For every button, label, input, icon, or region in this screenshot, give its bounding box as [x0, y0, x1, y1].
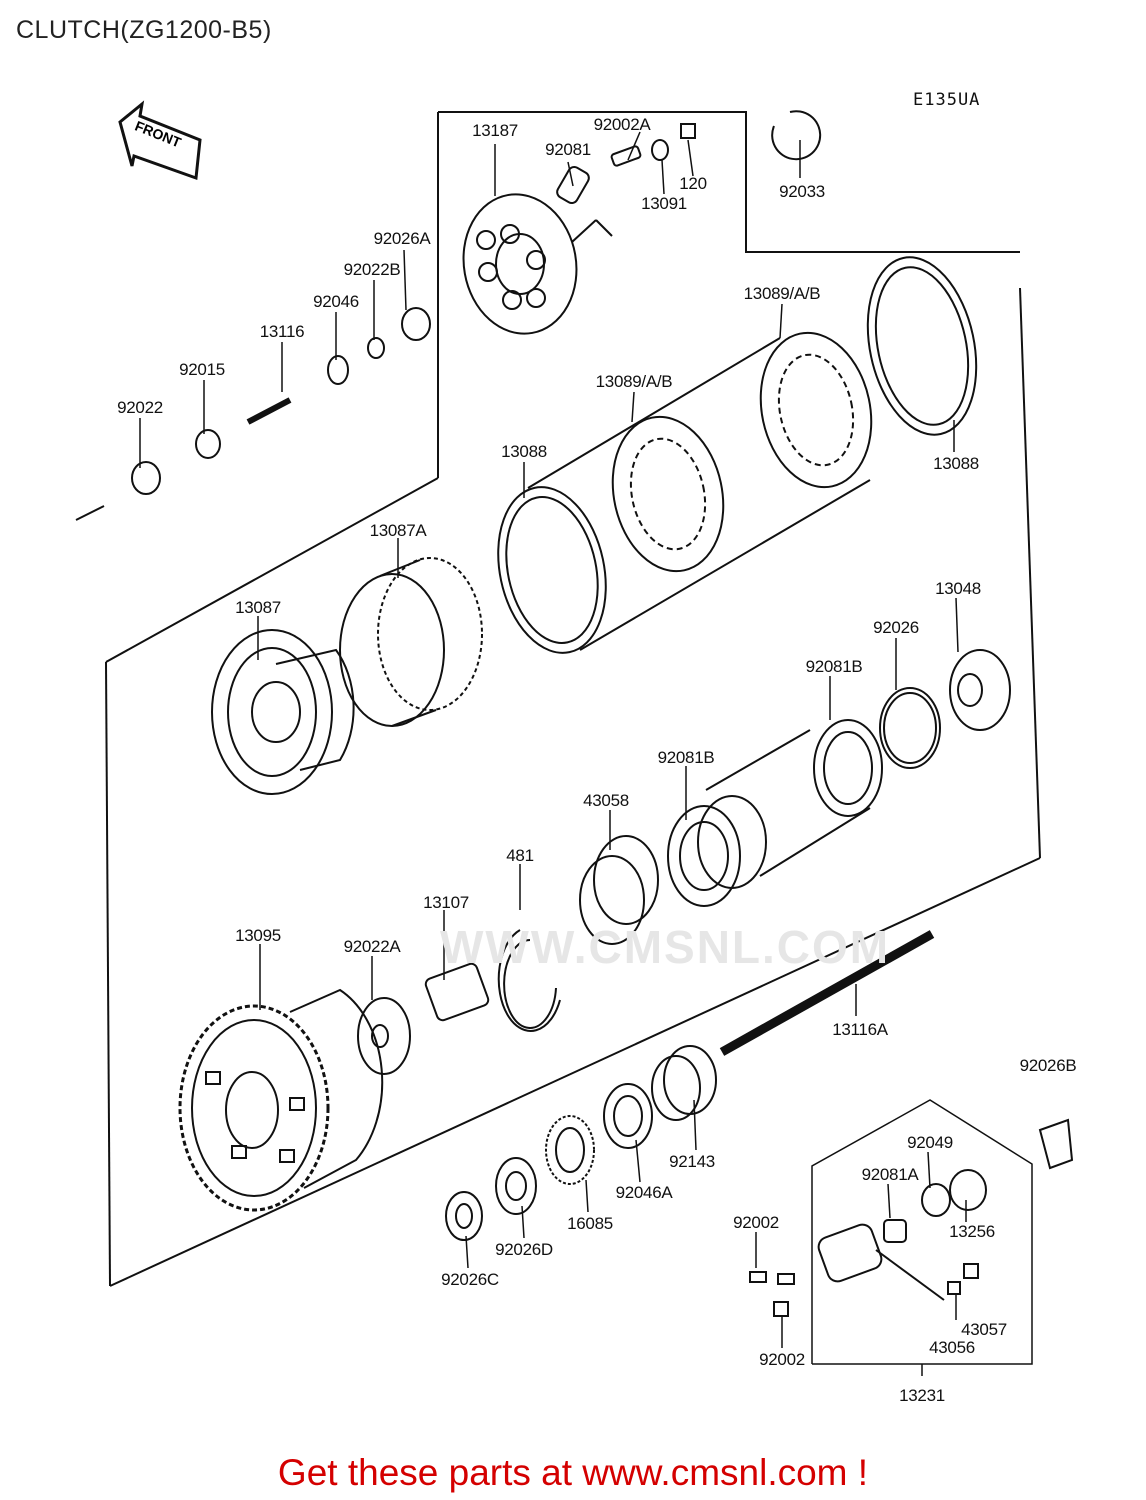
- part-label[interactable]: 92002A: [593, 115, 651, 134]
- footer-cta-link[interactable]: Get these parts at www.cmsnl.com !: [277, 1452, 869, 1493]
- part-label[interactable]: 92026A: [373, 229, 431, 248]
- part-label[interactable]: 92049: [907, 1133, 953, 1152]
- pressure-plate: [462, 193, 613, 335]
- page-title: CLUTCH(ZG1200-B5): [16, 16, 272, 44]
- part-label[interactable]: 92002: [733, 1213, 779, 1232]
- part-label[interactable]: 92081A: [861, 1165, 919, 1184]
- front-arrow-icon: [118, 100, 202, 181]
- part-label[interactable]: 481: [506, 846, 534, 865]
- part-label[interactable]: 13116A: [832, 1020, 888, 1039]
- drawing-code: E135UA: [913, 90, 981, 110]
- clutch-hub: [339, 557, 483, 727]
- part-label[interactable]: 92081B: [805, 657, 863, 676]
- assembly-outline: [438, 111, 1020, 253]
- part-label[interactable]: 13256: [949, 1222, 995, 1241]
- part-label[interactable]: 92026C: [441, 1270, 499, 1289]
- part-label[interactable]: 13087: [235, 598, 281, 617]
- part-label[interactable]: 43057: [961, 1320, 1007, 1339]
- part-label[interactable]: 92143: [669, 1152, 715, 1171]
- part-label[interactable]: 13088: [933, 454, 979, 473]
- clutch-center: [211, 629, 355, 795]
- part-label[interactable]: 43058: [583, 791, 629, 810]
- part-label[interactable]: 13089/A/B: [595, 372, 673, 391]
- part-label[interactable]: 92046: [313, 292, 359, 311]
- part-label[interactable]: 13231: [899, 1386, 945, 1405]
- part-label[interactable]: 13095: [235, 926, 281, 945]
- part-label[interactable]: 13187: [472, 121, 518, 140]
- part-label[interactable]: 92002: [759, 1350, 805, 1369]
- part-label[interactable]: 13087A: [369, 521, 427, 540]
- part-label[interactable]: 92015: [179, 360, 225, 379]
- clutch-plates: [497, 256, 978, 654]
- part-label[interactable]: 92022A: [343, 937, 401, 956]
- part-label[interactable]: 92046A: [615, 1183, 673, 1202]
- part-label[interactable]: 92022B: [343, 260, 401, 279]
- part-label[interactable]: 120: [679, 174, 707, 193]
- part-label[interactable]: 92081: [545, 140, 591, 159]
- part-label[interactable]: 92026: [873, 618, 919, 637]
- part-label[interactable]: 92081B: [657, 748, 715, 767]
- subassembly-box: [811, 1099, 1033, 1365]
- part-label[interactable]: 43056: [929, 1338, 975, 1357]
- part-label[interactable]: 16085: [567, 1214, 613, 1233]
- part-label[interactable]: 92026D: [495, 1240, 553, 1259]
- part-label[interactable]: 13088: [501, 442, 547, 461]
- part-label[interactable]: 92022: [117, 398, 163, 417]
- watermark: WWW.CMSNL.COM: [440, 921, 891, 973]
- part-label[interactable]: 13089/A/B: [743, 284, 821, 303]
- part-label[interactable]: 92026B: [1019, 1056, 1077, 1075]
- primary-gear: [178, 988, 384, 1212]
- part-label[interactable]: 13091: [641, 194, 687, 213]
- part-label[interactable]: 13116: [259, 322, 305, 341]
- part-label[interactable]: 13107: [423, 893, 469, 912]
- part-label[interactable]: 13048: [935, 579, 981, 598]
- part-label[interactable]: 92033: [779, 182, 825, 201]
